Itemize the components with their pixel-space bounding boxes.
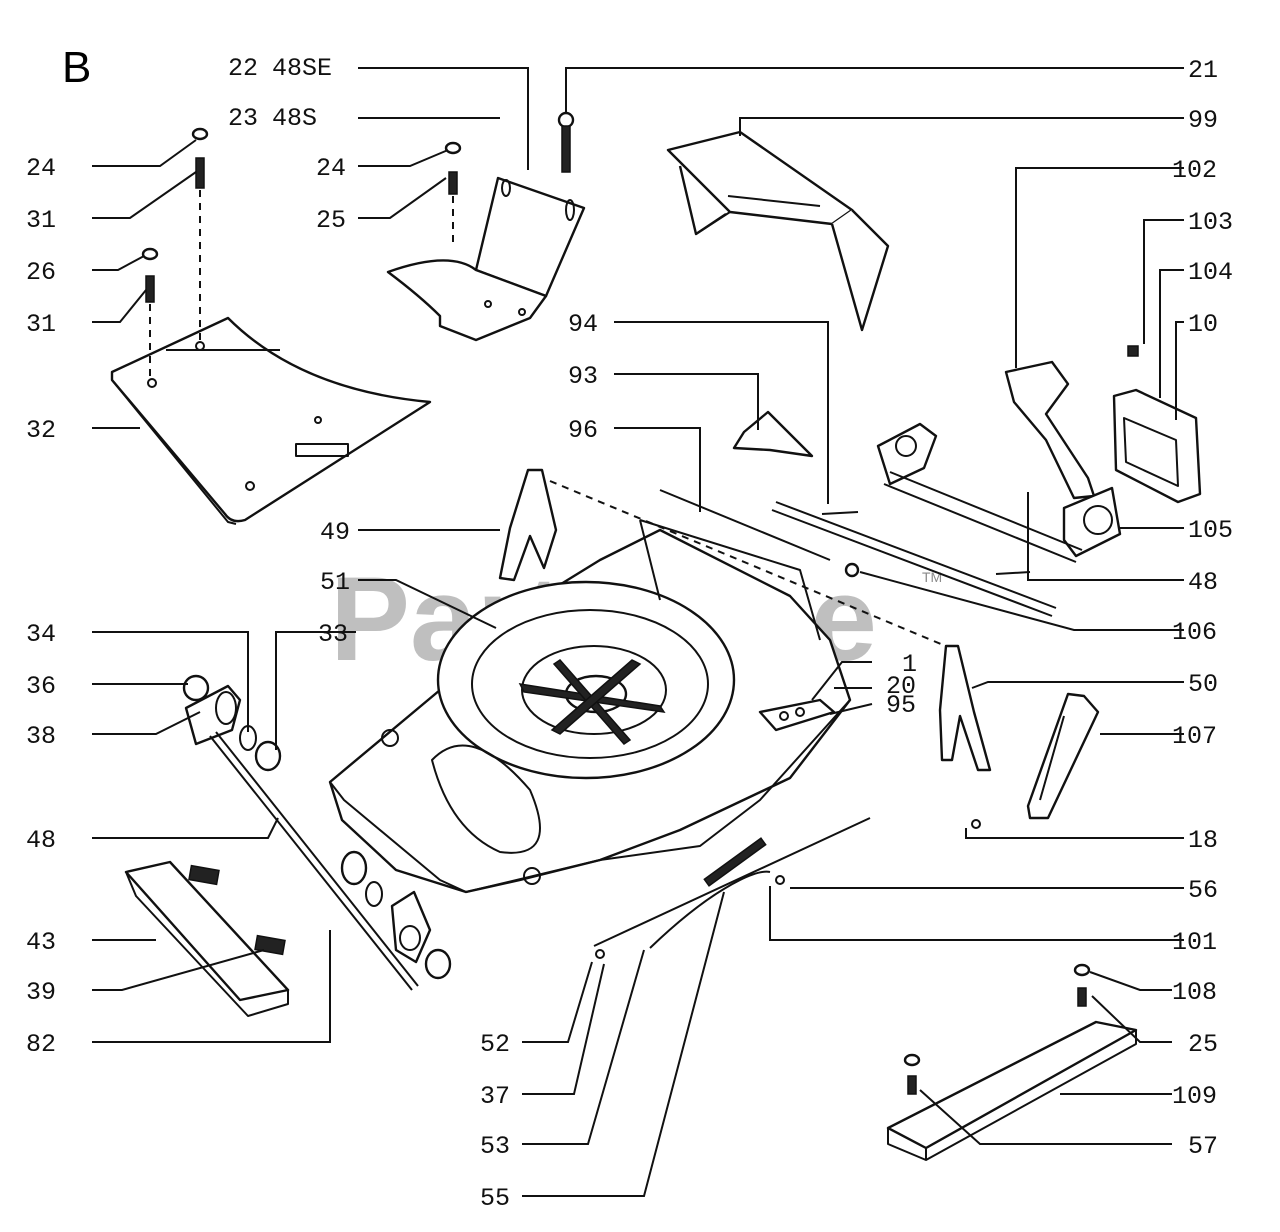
part-screws-top xyxy=(444,111,575,244)
callout-95: 95 xyxy=(886,691,916,720)
callout-24-left: 24 xyxy=(26,154,56,183)
callout-43: 43 xyxy=(26,928,56,957)
callout-106: 106 xyxy=(1172,618,1217,647)
callout-50: 50 xyxy=(1188,670,1218,699)
callout-56: 56 xyxy=(1188,876,1218,905)
callout-33: 33 xyxy=(318,620,348,649)
section-letter: B xyxy=(62,43,91,92)
part-107-plate xyxy=(1026,692,1100,820)
callout-38: 38 xyxy=(26,722,56,751)
callouts-left: 24 31 26 31 32 49 51 34 33 36 38 48 43 3… xyxy=(26,154,350,1059)
part-22-23-deflector xyxy=(386,176,586,342)
alignment-dashed-line xyxy=(537,475,961,653)
part-82-wheel-bracket xyxy=(340,850,452,980)
callout-22: 22 xyxy=(228,54,258,83)
callout-18: 18 xyxy=(1188,826,1218,855)
callout-103: 103 xyxy=(1188,208,1233,237)
callout-22-variant: 48SE xyxy=(272,54,332,83)
callout-25-top: 25 xyxy=(316,206,346,235)
callout-53: 53 xyxy=(480,1132,510,1161)
callout-57: 57 xyxy=(1188,1132,1218,1161)
callout-1: 1 xyxy=(902,650,917,679)
part-43-39-bracket xyxy=(124,860,290,1017)
callouts-bottom: 52 37 53 55 xyxy=(480,1030,510,1213)
callout-48-left: 48 xyxy=(26,826,56,855)
callout-31-upper: 31 xyxy=(26,206,56,235)
callout-55: 55 xyxy=(480,1184,510,1213)
callout-102: 102 xyxy=(1172,156,1217,185)
callout-37: 37 xyxy=(480,1082,510,1111)
callouts-top: 22 48SE 23 48S 24 25 xyxy=(228,54,346,235)
callout-26: 26 xyxy=(26,258,56,287)
callout-52: 52 xyxy=(480,1030,510,1059)
callout-49: 49 xyxy=(320,518,350,547)
part-99-chute-cover xyxy=(666,130,890,332)
callout-10: 10 xyxy=(1188,310,1218,339)
callout-20: 20 xyxy=(886,672,916,701)
callout-25-right: 25 xyxy=(1188,1030,1218,1059)
callout-39: 39 xyxy=(26,978,56,1007)
callout-96: 96 xyxy=(568,416,598,445)
callout-105: 105 xyxy=(1188,516,1233,545)
callout-48-right: 48 xyxy=(1188,568,1218,597)
callout-21: 21 xyxy=(1188,56,1218,85)
part-49-50-handle-arms xyxy=(498,468,992,829)
callout-107: 107 xyxy=(1172,722,1217,751)
callout-23-variant: 48S xyxy=(272,104,317,133)
leader-lines xyxy=(92,67,1184,1197)
part-104-housing xyxy=(1112,345,1202,504)
part-screws-left xyxy=(141,127,209,378)
callout-108: 108 xyxy=(1172,978,1217,1007)
callout-34: 34 xyxy=(26,620,56,649)
callout-24-top: 24 xyxy=(316,154,346,183)
callout-93: 93 xyxy=(568,362,598,391)
callout-32: 32 xyxy=(26,416,56,445)
callout-31-lower: 31 xyxy=(26,310,56,339)
part-52-55-cable-spring xyxy=(593,817,871,959)
part-34-38-wheel-bracket-left xyxy=(182,674,419,991)
callout-101: 101 xyxy=(1172,928,1217,957)
callouts-right: 21 99 102 103 104 10 94 93 96 105 48 106… xyxy=(568,56,1233,1161)
part-102-105-brackets xyxy=(876,360,1122,563)
callout-94: 94 xyxy=(568,310,598,339)
callout-51: 51 xyxy=(320,568,350,597)
part-109-bar xyxy=(886,963,1138,1161)
part-rods xyxy=(659,410,1057,617)
callout-23: 23 xyxy=(228,104,258,133)
callout-109: 109 xyxy=(1172,1082,1217,1111)
part-32-rear-flap xyxy=(110,316,432,525)
callout-104: 104 xyxy=(1188,258,1233,287)
callout-82: 82 xyxy=(26,1030,56,1059)
callout-36: 36 xyxy=(26,672,56,701)
part-1-mower-deck xyxy=(328,519,852,894)
part-1-20-95-bracket xyxy=(758,698,836,732)
callout-99: 99 xyxy=(1188,106,1218,135)
